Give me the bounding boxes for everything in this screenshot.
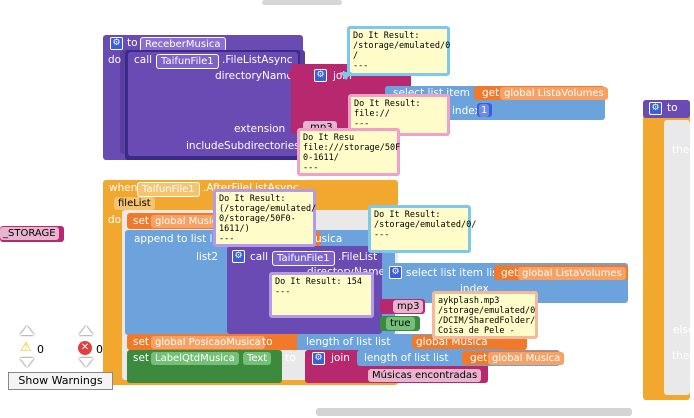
warning-icon: ⚠ bbox=[20, 340, 32, 355]
do-it-result-bubble-4: Do It Result: (/storage/emulated/ 0/stor… bbox=[213, 189, 316, 247]
text-prop-dropdown[interactable]: Text bbox=[243, 352, 272, 365]
text-musicas-value[interactable]: Músicas encontradas bbox=[368, 369, 482, 382]
warning-count: 0 bbox=[37, 343, 44, 356]
text-storage-value[interactable]: _STORAGE bbox=[0, 227, 59, 240]
get-label-2: get bbox=[501, 267, 519, 279]
join2-gear-icon[interactable]: ⚙ bbox=[312, 352, 325, 365]
index-label: index bbox=[452, 105, 481, 117]
set-posicao-label: set bbox=[133, 336, 150, 348]
var-dropdown-lista-volumes-2[interactable]: global ListaVolumes bbox=[518, 267, 626, 280]
show-warnings-button[interactable]: Show Warnings bbox=[8, 372, 113, 390]
set-var-dropdown-posicao[interactable]: global PosicaoMusica bbox=[151, 336, 265, 349]
error-toggle-down-icon[interactable] bbox=[79, 358, 93, 367]
warning-toggle-up-icon[interactable] bbox=[20, 326, 34, 335]
get-musica-label-1: global Musica bbox=[416, 336, 488, 348]
top-scrollbar-fragment[interactable] bbox=[262, 0, 342, 5]
right-then2-label: ther bbox=[672, 350, 694, 362]
include-subdirs-label: includeSubdirectories bbox=[186, 140, 300, 152]
var-dropdown-lista-volumes[interactable]: global ListaVolumes bbox=[500, 87, 608, 100]
call-filelist-label: call bbox=[250, 251, 269, 263]
set-var-dropdown-musica[interactable]: global Musica bbox=[151, 215, 228, 228]
right-then-label: ther bbox=[672, 144, 694, 156]
right-inner bbox=[664, 120, 690, 395]
text-mp3-value[interactable]: mp3 bbox=[393, 300, 424, 313]
right-to-label: to bbox=[667, 102, 678, 114]
right-else-label: else bbox=[673, 324, 694, 336]
do-it-result-bubble-7: aykplash.mp3 /storage/emulated/0 /DCIM/S… bbox=[432, 291, 538, 339]
extension-label: extension bbox=[234, 123, 286, 135]
directoryname-label: directoryName bbox=[215, 70, 293, 82]
method-filelistasync: .FileListAsync bbox=[222, 54, 293, 66]
boolean-true-value[interactable]: true bbox=[386, 317, 415, 330]
filelist-mutator-icon[interactable]: ⚙ bbox=[232, 250, 245, 263]
call-filelistasync-inner bbox=[128, 52, 298, 156]
error-count: 0 bbox=[96, 343, 103, 356]
list2-label: list2 bbox=[196, 251, 219, 263]
when-label: when bbox=[109, 182, 138, 194]
select-item-gear-icon[interactable]: ⚙ bbox=[389, 266, 402, 279]
warning-toggle-down-icon[interactable] bbox=[20, 358, 34, 367]
call-label: call bbox=[134, 54, 153, 66]
length-of-list-label-2: length of list list bbox=[364, 352, 449, 364]
number-1-value[interactable]: 1 bbox=[479, 104, 490, 117]
select-list-item-label-2: select list item list bbox=[406, 267, 502, 279]
length-of-list-label: length of list list bbox=[306, 336, 391, 348]
do-it-result-bubble-1: Do It Result: /storage/emulated/0 / --- bbox=[347, 26, 450, 76]
join2-label: join bbox=[331, 352, 350, 364]
get-label-3: get bbox=[470, 352, 488, 364]
filelist-component-dropdown[interactable]: TaifunFile1 bbox=[272, 251, 335, 266]
mutator-gear-icon[interactable]: ⚙ bbox=[110, 37, 123, 50]
do-it-result-bubble-3: Do It Resu file:///storage/50F 0-1611/ -… bbox=[297, 128, 400, 176]
append-to-list-label: append to list list1 bbox=[134, 233, 232, 245]
do-it-result-bubble-6: Do It Result: 154 --- bbox=[269, 272, 374, 318]
right-gear-icon[interactable]: ⚙ bbox=[649, 102, 662, 115]
join-gear-icon[interactable]: ⚙ bbox=[314, 69, 327, 82]
filelist-method-label: .FileList bbox=[338, 251, 378, 263]
component-dropdown-taifun[interactable]: TaifunFile1 bbox=[156, 54, 219, 69]
do-it-result-bubble-5: Do It Result: /storage/emulated/0/ --- bbox=[368, 205, 476, 253]
error-toggle-up-icon[interactable] bbox=[79, 326, 93, 335]
event-do-label: do bbox=[108, 214, 122, 226]
bubble-1-tail bbox=[340, 72, 352, 80]
get-label: get bbox=[482, 87, 500, 99]
set-label-text-set: set bbox=[133, 352, 150, 364]
error-icon: ✕ bbox=[78, 341, 92, 355]
event-component-dropdown[interactable]: TaifunFile1 bbox=[137, 182, 200, 197]
horizontal-scrollbar[interactable] bbox=[316, 408, 632, 416]
proc-do-label: do bbox=[108, 54, 122, 66]
var-dropdown-musica-2[interactable]: global Musica bbox=[488, 352, 565, 365]
set-label-to: to bbox=[285, 352, 296, 364]
param-filelist[interactable]: fileList bbox=[114, 197, 155, 210]
set-label: set bbox=[133, 215, 150, 227]
proc-to-label: to bbox=[127, 37, 138, 49]
set-posicao-to-label: to bbox=[262, 336, 273, 348]
label-component-dropdown[interactable]: LabelQtdMusica bbox=[151, 352, 239, 365]
